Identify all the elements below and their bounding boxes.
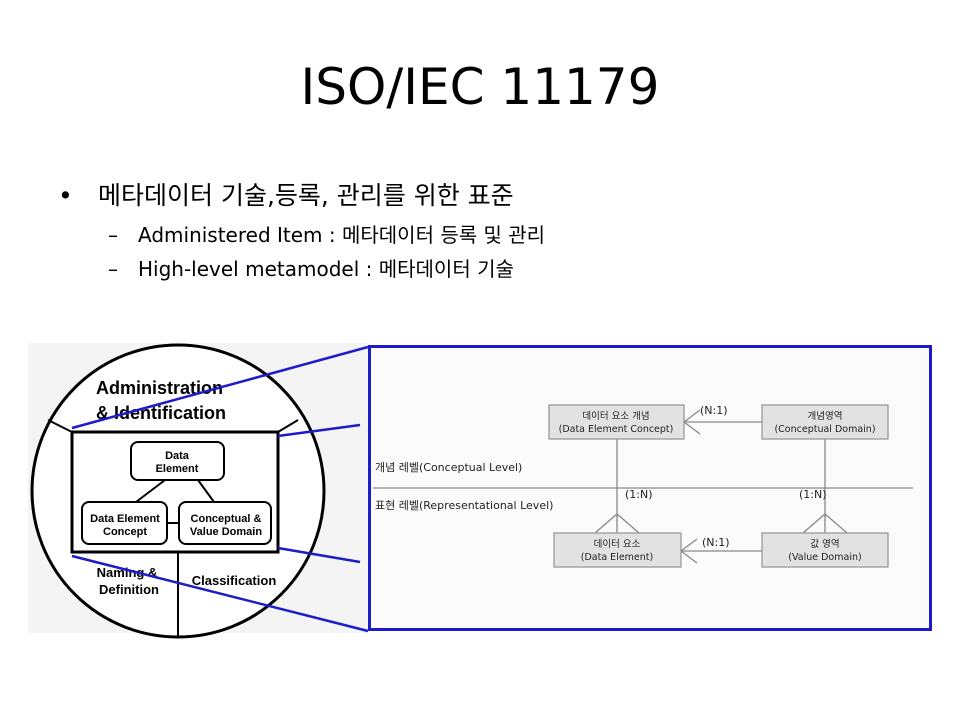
data-element-label: Element: [156, 463, 199, 475]
data-element-concept-label: Concept: [103, 526, 147, 538]
data-element-box: [130, 441, 225, 481]
main-bullet: • 메타데이터 기술,등록, 관리를 위한 표준: [58, 176, 514, 212]
callout-line: [71, 345, 369, 430]
bullet-marker: •: [58, 181, 73, 210]
rel-left-label: (1:N): [625, 488, 653, 501]
conceptual-value-domain-label: Value Domain: [190, 526, 262, 538]
entity-label: 개념영역: [808, 411, 843, 422]
entity-conceptual-domain: [761, 404, 889, 440]
callout-line: [277, 546, 361, 564]
entity-label: (Data Element): [581, 552, 653, 563]
entity-label: 데이터 요소 개념: [582, 411, 649, 422]
divider-line: [277, 419, 299, 433]
rel-right-label: (1:N): [799, 488, 827, 501]
region-definition-label: Definition: [99, 582, 159, 597]
main-bullet-text: 메타데이터 기술,등록, 관리를 위한 표준: [98, 181, 514, 210]
callout-line: [277, 423, 361, 438]
divider-line: [47, 419, 73, 433]
connector-line: [197, 479, 215, 503]
entity-data-element-concept: [548, 404, 685, 440]
data-element-label: Data: [165, 450, 190, 462]
sub-bullet-marker: –: [108, 223, 118, 247]
sub-bullet-1: –Administered Item : 메타데이터 등록 및 관리: [108, 219, 545, 248]
region-naming-label: Naming &: [97, 565, 158, 580]
sub-bullet-2: –High-level metamodel : 메타데이터 기술: [108, 253, 514, 282]
representational-level-label: 표현 레벨(Representational Level): [375, 499, 553, 512]
region-identification-label: & Identification: [96, 403, 226, 423]
sub-bullet-text: Administered Item : 메타데이터 등록 및 관리: [138, 223, 546, 247]
sub-bullet-text: High-level metamodel : 메타데이터 기술: [138, 257, 514, 281]
entity-label: (Conceptual Domain): [774, 424, 875, 435]
conceptual-value-domain-label: Conceptual &: [191, 513, 262, 525]
callout-line: [71, 554, 369, 633]
region-classification-label: Classification: [192, 573, 277, 588]
sub-bullet-marker: –: [108, 257, 118, 281]
data-element-concept-label: Data Element: [90, 513, 160, 525]
data-element-concept-box: [81, 501, 168, 545]
entity-label: 값 영역: [810, 538, 839, 550]
connector-line: [135, 479, 166, 503]
region-administration-label: Administration: [96, 378, 223, 398]
rel-bottom-label: (N:1): [702, 536, 730, 549]
rel-top-label: (N:1): [700, 404, 728, 417]
conceptual-value-domain-box: [178, 501, 272, 545]
slide-title: ISO/IEC 11179: [300, 58, 660, 116]
entity-label: (Value Domain): [788, 552, 861, 563]
entity-label: 데이터 요소: [594, 539, 641, 550]
entity-label: (Data Element Concept): [559, 424, 674, 435]
entity-data-element: [553, 532, 682, 568]
entity-value-domain: [761, 532, 889, 568]
conceptual-level-label: 개념 레벨(Conceptual Level): [375, 461, 522, 474]
